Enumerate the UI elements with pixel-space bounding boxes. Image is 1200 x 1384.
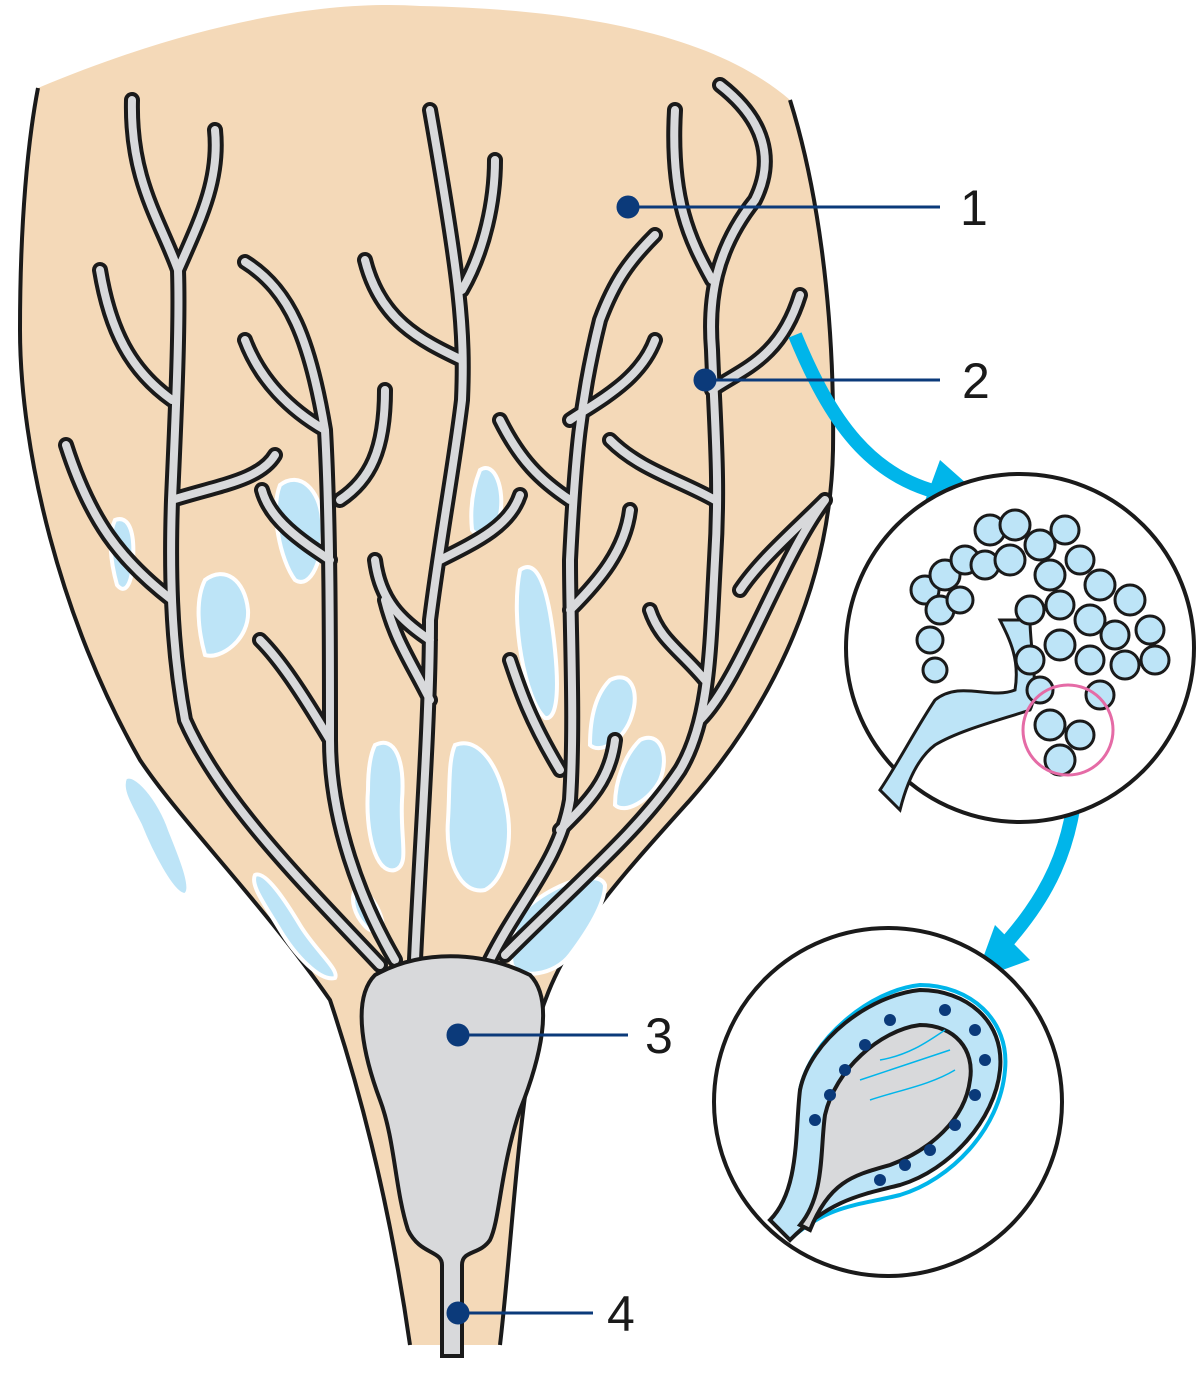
arrow-to-lobule (788, 332, 952, 502)
label-1: 1 (960, 180, 988, 236)
label-leaders (446, 195, 940, 1325)
highlight-circle (1021, 683, 1115, 777)
breast-outline-right (498, 99, 836, 1346)
fat-tissue (108, 466, 666, 981)
label-4: 4 (607, 1286, 635, 1342)
milk-ducts (58, 77, 833, 973)
lobule-inset (844, 472, 1196, 824)
breast-outline-left (17, 87, 412, 1346)
label-3: 3 (645, 1008, 673, 1064)
alveolus-inset (712, 926, 1064, 1278)
label-2: 2 (962, 353, 990, 409)
lactiferous-sinus (359, 954, 546, 1358)
